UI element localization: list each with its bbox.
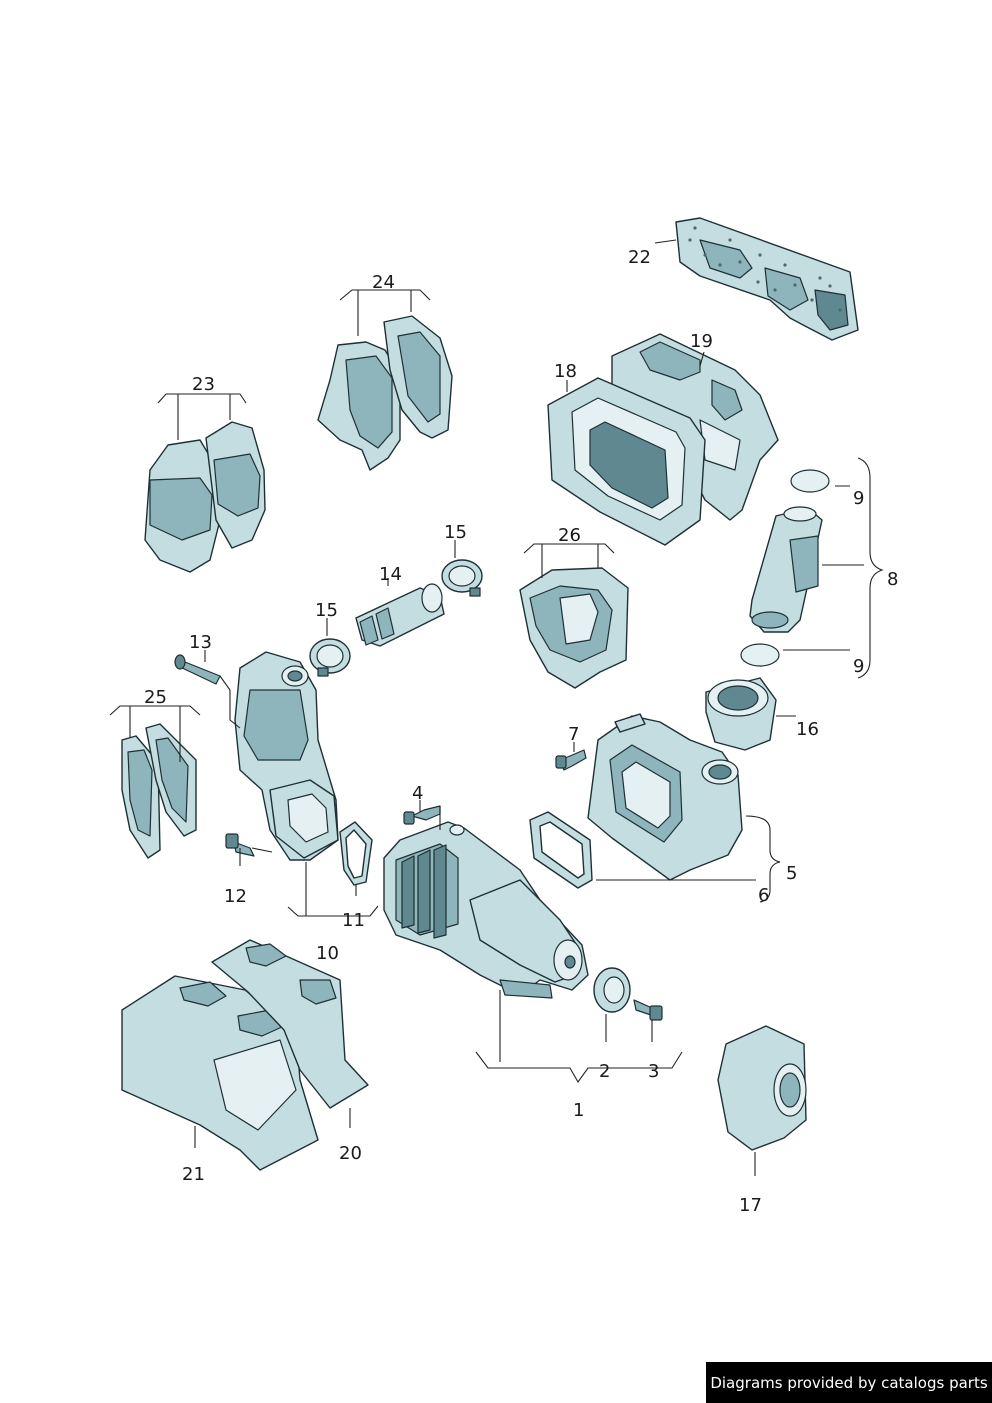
part-13-screw xyxy=(174,654,221,685)
callout-15-upper: 15 xyxy=(444,522,467,543)
part-15-hose-clamp-upper xyxy=(441,559,483,597)
callout-17: 17 xyxy=(739,1195,762,1216)
part-25-bracket xyxy=(121,723,197,859)
part-23-air-guide-block xyxy=(144,421,266,573)
callout-4: 4 xyxy=(412,783,423,804)
part-4-bolt xyxy=(403,805,441,825)
callout-labels: 1 2 3 4 5 6 7 8 9 9 10 11 12 13 14 15 15… xyxy=(144,247,898,1216)
part-6-gasket xyxy=(529,811,593,889)
part-22-heat-shield xyxy=(675,217,859,341)
part-15-hose-clamp-lower xyxy=(309,638,351,677)
part-18-airbox-frame xyxy=(547,377,706,546)
part-11-gasket xyxy=(339,821,373,886)
callout-13: 13 xyxy=(189,632,212,653)
callout-12: 12 xyxy=(224,886,247,907)
part-14-hose xyxy=(355,583,445,647)
callout-24: 24 xyxy=(372,272,395,293)
callout-9-lower: 9 xyxy=(853,656,864,677)
part-16-sleeve xyxy=(705,677,777,751)
callout-1: 1 xyxy=(573,1100,584,1121)
part-9-o-ring-upper xyxy=(790,469,830,493)
callout-3: 3 xyxy=(648,1061,659,1082)
part-21-cover xyxy=(121,975,319,1171)
part-26-air-duct xyxy=(519,567,629,689)
part-2-seal xyxy=(593,967,631,1013)
callout-11: 11 xyxy=(342,910,365,931)
callout-9-upper: 9 xyxy=(853,488,864,509)
callout-20: 20 xyxy=(339,1143,362,1164)
callout-18: 18 xyxy=(554,361,577,382)
part-20-cover xyxy=(211,939,369,1109)
part-10-intake-manifold xyxy=(234,651,339,861)
part-7-bolt xyxy=(555,749,587,771)
credit-text: Diagrams provided by catalogs parts xyxy=(710,1373,988,1392)
part-8-connecting-pipe xyxy=(749,506,823,633)
part-24-air-guide xyxy=(317,315,453,471)
part-5-inlet-housing xyxy=(587,713,743,881)
part-12-bolt xyxy=(225,833,255,857)
credit-banner: Diagrams provided by catalogs parts xyxy=(706,1362,992,1403)
callout-14: 14 xyxy=(379,564,402,585)
callout-26: 26 xyxy=(558,525,581,546)
callout-15-lower: 15 xyxy=(315,600,338,621)
callout-16: 16 xyxy=(796,719,819,740)
part-9-o-ring-lower xyxy=(740,643,780,667)
callout-2: 2 xyxy=(599,1061,610,1082)
part-3-bolt xyxy=(633,999,663,1021)
callout-22: 22 xyxy=(628,247,651,268)
part-1-supercharger xyxy=(383,821,589,999)
callout-25: 25 xyxy=(144,687,167,708)
callout-23: 23 xyxy=(192,374,215,395)
callout-8: 8 xyxy=(887,569,898,590)
callout-19: 19 xyxy=(690,331,713,352)
callout-21: 21 xyxy=(182,1164,205,1185)
part-17-air-boot xyxy=(717,1025,807,1151)
callout-5: 5 xyxy=(786,863,797,884)
leader-lines xyxy=(109,239,884,1176)
callout-6: 6 xyxy=(758,885,769,906)
callout-7: 7 xyxy=(568,724,579,745)
callout-10: 10 xyxy=(316,943,339,964)
